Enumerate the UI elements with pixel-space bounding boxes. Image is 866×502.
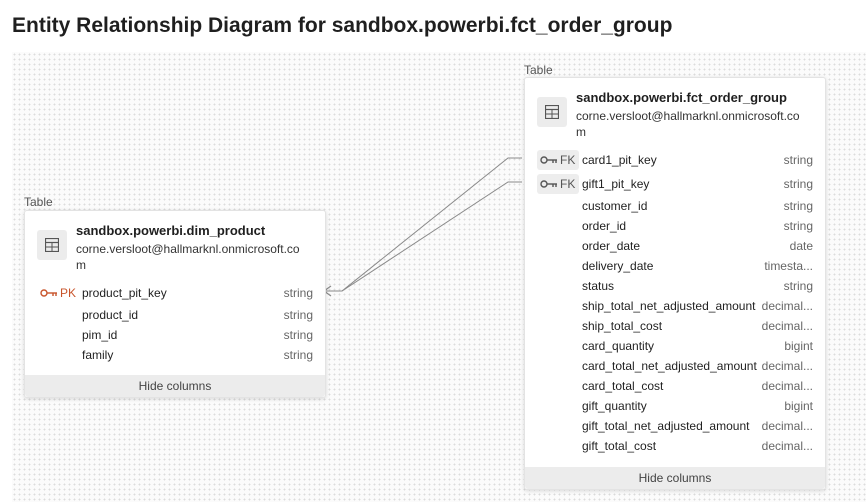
entity-name[interactable]: sandbox.powerbi.fct_order_group <box>576 90 787 105</box>
entity-card-fct-order-group[interactable]: sandbox.powerbi.fct_order_group corne.ve… <box>524 77 826 490</box>
column-type: decimal... <box>761 359 813 373</box>
primary-key-badge: PK <box>37 283 79 303</box>
column-type: decimal... <box>761 319 813 333</box>
column-row[interactable]: FK gift1_pit_key string <box>525 172 825 196</box>
column-type: decimal... <box>761 299 813 313</box>
column-name: status <box>582 279 615 293</box>
column-name: order_date <box>582 239 641 253</box>
column-row[interactable]: PK product_pit_key string <box>25 281 325 305</box>
column-row[interactable]: gift_quantity bigint <box>525 396 825 416</box>
column-row[interactable]: FK card1_pit_key string <box>525 148 825 172</box>
column-row[interactable]: order_id string <box>525 216 825 236</box>
column-name: gift_total_cost <box>582 439 657 453</box>
column-row[interactable]: gift_total_net_adjusted_amount decimal... <box>525 416 825 436</box>
column-name: card_total_net_adjusted_amount <box>582 359 757 373</box>
column-row[interactable]: delivery_date timesta... <box>525 256 825 276</box>
foreign-key-badge: FK <box>537 174 579 194</box>
column-type: string <box>283 348 313 362</box>
column-type: string <box>283 286 313 300</box>
hide-columns-button[interactable]: Hide columns <box>25 375 325 397</box>
column-row[interactable]: customer_id string <box>525 196 825 216</box>
column-row[interactable]: ship_total_cost decimal... <box>525 316 825 336</box>
column-name: card_total_cost <box>582 379 664 393</box>
table-icon <box>37 230 67 260</box>
page-title: Entity Relationship Diagram for sandbox.… <box>12 14 673 37</box>
column-type: bigint <box>784 399 813 413</box>
column-name: pim_id <box>82 328 118 342</box>
column-row[interactable]: card_total_net_adjusted_amount decimal... <box>525 356 825 376</box>
column-type: string <box>783 199 813 213</box>
column-type: string <box>783 219 813 233</box>
column-name: product_id <box>82 308 139 322</box>
column-type: bigint <box>784 339 813 353</box>
entity-name[interactable]: sandbox.powerbi.dim_product <box>76 223 266 238</box>
table-icon <box>537 97 567 127</box>
column-name: ship_total_cost <box>582 319 663 333</box>
column-row[interactable]: product_id string <box>25 305 325 325</box>
column-name: gift1_pit_key <box>582 177 650 191</box>
column-type: string <box>283 308 313 322</box>
column-row[interactable]: ship_total_net_adjusted_amount decimal... <box>525 296 825 316</box>
column-name: order_id <box>582 219 627 233</box>
column-type: string <box>783 279 813 293</box>
entity-card-dim-product[interactable]: sandbox.powerbi.dim_product corne.verslo… <box>24 210 326 398</box>
key-type-label: PK <box>60 286 77 300</box>
hide-columns-button[interactable]: Hide columns <box>525 467 825 489</box>
column-row[interactable]: status string <box>525 276 825 296</box>
column-name: card_quantity <box>582 339 655 353</box>
foreign-key-badge: FK <box>537 150 579 170</box>
column-name: delivery_date <box>582 259 654 273</box>
column-row[interactable]: gift_total_cost decimal... <box>525 436 825 456</box>
column-type: decimal... <box>761 439 813 453</box>
column-name: gift_quantity <box>582 399 647 413</box>
key-type-label: FK <box>560 177 576 191</box>
column-type: string <box>783 177 813 191</box>
column-row[interactable]: family string <box>25 345 325 365</box>
entity-owner: corne.versloot@hallmarknl.onmicrosoft.co… <box>76 242 300 272</box>
column-type: string <box>783 153 813 167</box>
column-row[interactable]: pim_id string <box>25 325 325 345</box>
column-name: card1_pit_key <box>582 153 657 167</box>
column-type: date <box>789 239 813 253</box>
column-name: product_pit_key <box>82 286 167 300</box>
table-tag-dim-product: Table <box>24 195 53 209</box>
column-row[interactable]: card_quantity bigint <box>525 336 825 356</box>
entity-header: sandbox.powerbi.dim_product corne.verslo… <box>25 211 325 281</box>
entity-header: sandbox.powerbi.fct_order_group corne.ve… <box>525 78 825 148</box>
key-type-label: FK <box>560 153 576 167</box>
column-name: ship_total_net_adjusted_amount <box>582 299 756 313</box>
entity-owner: corne.versloot@hallmarknl.onmicrosoft.co… <box>576 109 800 139</box>
column-name: customer_id <box>582 199 648 213</box>
column-type: timesta... <box>764 259 813 273</box>
column-type: decimal... <box>761 419 813 433</box>
column-row[interactable]: order_date date <box>525 236 825 256</box>
column-type: decimal... <box>761 379 813 393</box>
column-name: gift_total_net_adjusted_amount <box>582 419 750 433</box>
table-tag-fct-order-group: Table <box>524 63 553 77</box>
column-type: string <box>283 328 313 342</box>
column-row[interactable]: card_total_cost decimal... <box>525 376 825 396</box>
column-name: family <box>82 348 114 362</box>
